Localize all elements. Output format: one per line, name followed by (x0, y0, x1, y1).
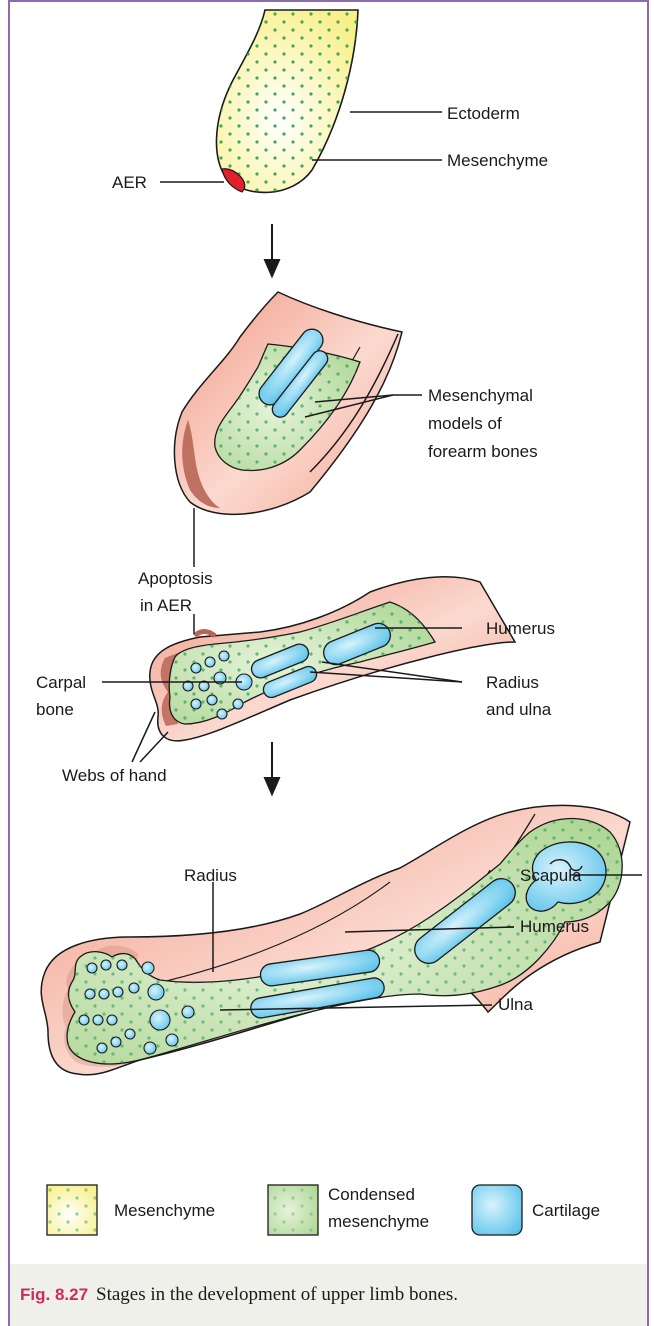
label-stage4-humerus: Humerus (520, 916, 589, 937)
legend-label-condensed-1: Condensed (328, 1184, 415, 1205)
figure-panel: Ectoderm Mesenchyme AER Mesenchymal mode… (8, 0, 649, 1326)
caption-number: Fig. 8.27 (20, 1285, 88, 1304)
label-aer: AER (112, 172, 147, 193)
label-mesenchyme: Mesenchyme (447, 150, 548, 171)
label-radius-ulna-2: and ulna (486, 699, 551, 720)
legend-label-cartilage: Cartilage (532, 1200, 600, 1221)
caption-text: Stages in the development of upper limb … (96, 1284, 458, 1305)
label-mesenchymal-models-2: models of (428, 413, 502, 434)
legend-swatch-cartilage (472, 1185, 522, 1235)
label-mesenchymal-models-3: forearm bones (428, 441, 538, 462)
legend-label-condensed-2: mesenchyme (328, 1211, 429, 1232)
label-mesenchymal-models-1: Mesenchymal (428, 385, 533, 406)
label-ectoderm: Ectoderm (447, 103, 520, 124)
label-radius-ulna-1: Radius (486, 672, 539, 693)
legend-label-mesenchyme: Mesenchyme (114, 1200, 215, 1221)
label-stage3-humerus: Humerus (486, 618, 555, 639)
label-apoptosis-1: Apoptosis (138, 568, 213, 589)
stage1-limb-bud (216, 10, 358, 192)
label-ulna: Ulna (498, 994, 533, 1015)
label-apoptosis-2: in AER (140, 595, 192, 616)
label-carpal-2: bone (36, 699, 74, 720)
stage3-limb (150, 577, 515, 741)
figure-caption: Fig. 8.27 Stages in the development of up… (10, 1264, 647, 1326)
label-stage4-radius: Radius (184, 865, 237, 886)
stage2-limb (174, 292, 402, 514)
label-scapula: Scapula (520, 865, 581, 886)
stage4-limb (41, 805, 630, 1074)
label-carpal-1: Carpal (36, 672, 86, 693)
label-webs-of-hand: Webs of hand (62, 765, 167, 786)
